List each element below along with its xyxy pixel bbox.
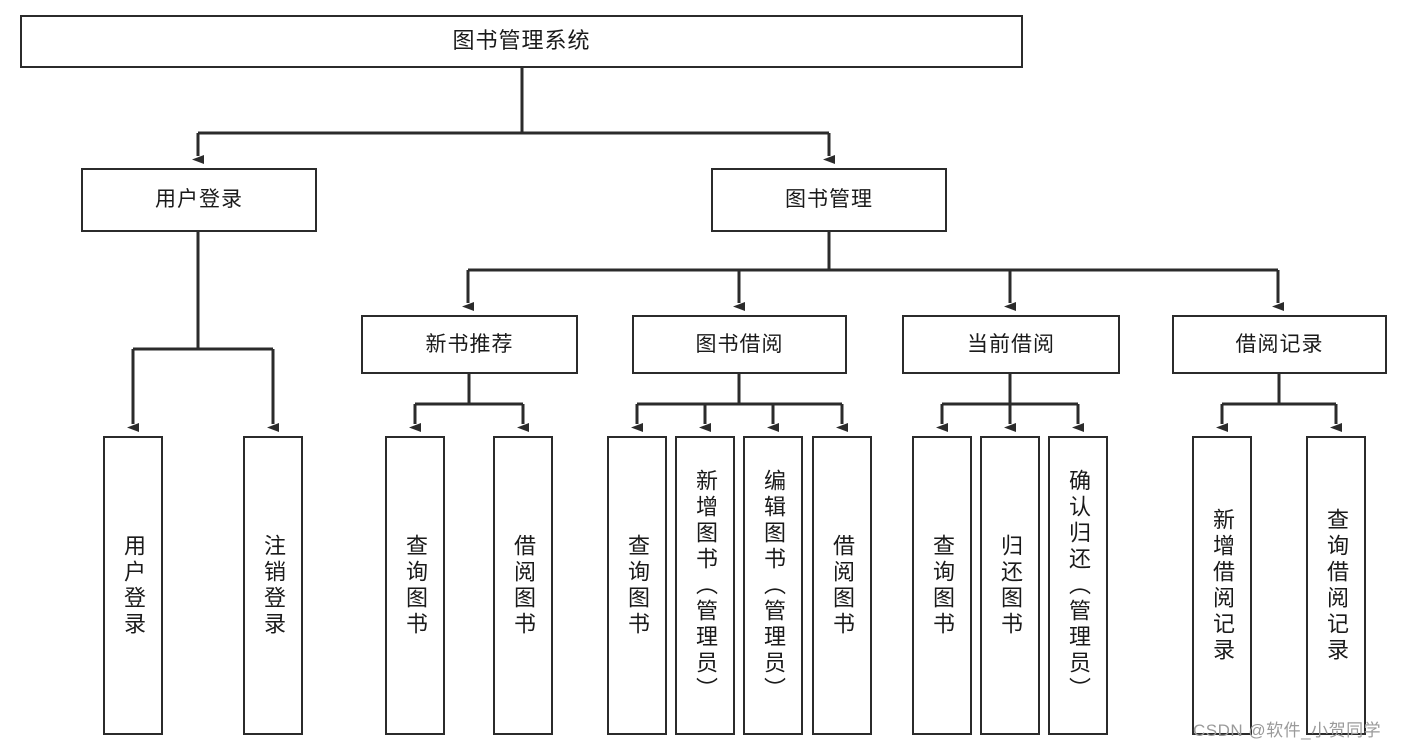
node-leaf-add-book[interactable]: 新增图书（管理员） [675, 436, 735, 735]
node-leaf-query-record[interactable]: 查询借阅记录 [1306, 436, 1366, 735]
node-label: 查询借阅记录 [1324, 507, 1349, 664]
node-root-system[interactable]: 图书管理系统 [20, 15, 1023, 68]
node-label: 注销登录 [261, 533, 286, 638]
node-label: 新增借阅记录 [1210, 507, 1235, 664]
watermark: CSDN @软件_小贺同学 [1193, 721, 1382, 740]
node-label: 确认归还（管理员） [1066, 468, 1091, 703]
node-label: 图书管理系统 [452, 28, 591, 54]
node-label: 图书管理 [785, 188, 873, 212]
node-label: 查询图书 [625, 533, 650, 638]
node-label: 用户登录 [155, 188, 243, 212]
node-leaf-user-login[interactable]: 用户登录 [103, 436, 163, 735]
node-label: 编辑图书（管理员） [761, 468, 786, 703]
node-borrow-record[interactable]: 借阅记录 [1172, 315, 1387, 374]
node-leaf-add-record[interactable]: 新增借阅记录 [1192, 436, 1252, 735]
node-leaf-confirm-return[interactable]: 确认归还（管理员） [1048, 436, 1108, 735]
node-leaf-logout-login[interactable]: 注销登录 [243, 436, 303, 735]
node-book-management[interactable]: 图书管理 [711, 168, 947, 232]
node-leaf-borrow-book-1[interactable]: 借阅图书 [493, 436, 553, 735]
node-leaf-query-book-1[interactable]: 查询图书 [385, 436, 445, 735]
node-label: 当前借阅 [967, 332, 1055, 356]
node-label: 新增图书（管理员） [693, 468, 718, 703]
node-current-borrow[interactable]: 当前借阅 [902, 315, 1120, 374]
node-leaf-borrow-book-2[interactable]: 借阅图书 [812, 436, 872, 735]
node-leaf-query-book-3[interactable]: 查询图书 [912, 436, 972, 735]
node-leaf-query-book-2[interactable]: 查询图书 [607, 436, 667, 735]
node-user-login[interactable]: 用户登录 [81, 168, 317, 232]
node-label: 借阅图书 [830, 533, 855, 638]
node-label: 借阅图书 [511, 533, 536, 638]
node-leaf-return-book[interactable]: 归还图书 [980, 436, 1040, 735]
node-leaf-edit-book[interactable]: 编辑图书（管理员） [743, 436, 803, 735]
node-book-borrow[interactable]: 图书借阅 [632, 315, 847, 374]
node-label: 新书推荐 [425, 332, 514, 356]
node-label: 查询图书 [403, 533, 428, 638]
node-label: 归还图书 [998, 533, 1023, 638]
node-label: 查询图书 [930, 533, 955, 638]
node-label: 图书借阅 [695, 332, 784, 356]
node-new-book-recommend[interactable]: 新书推荐 [361, 315, 578, 374]
node-label: 用户登录 [121, 533, 146, 638]
node-label: 借阅记录 [1235, 332, 1324, 356]
